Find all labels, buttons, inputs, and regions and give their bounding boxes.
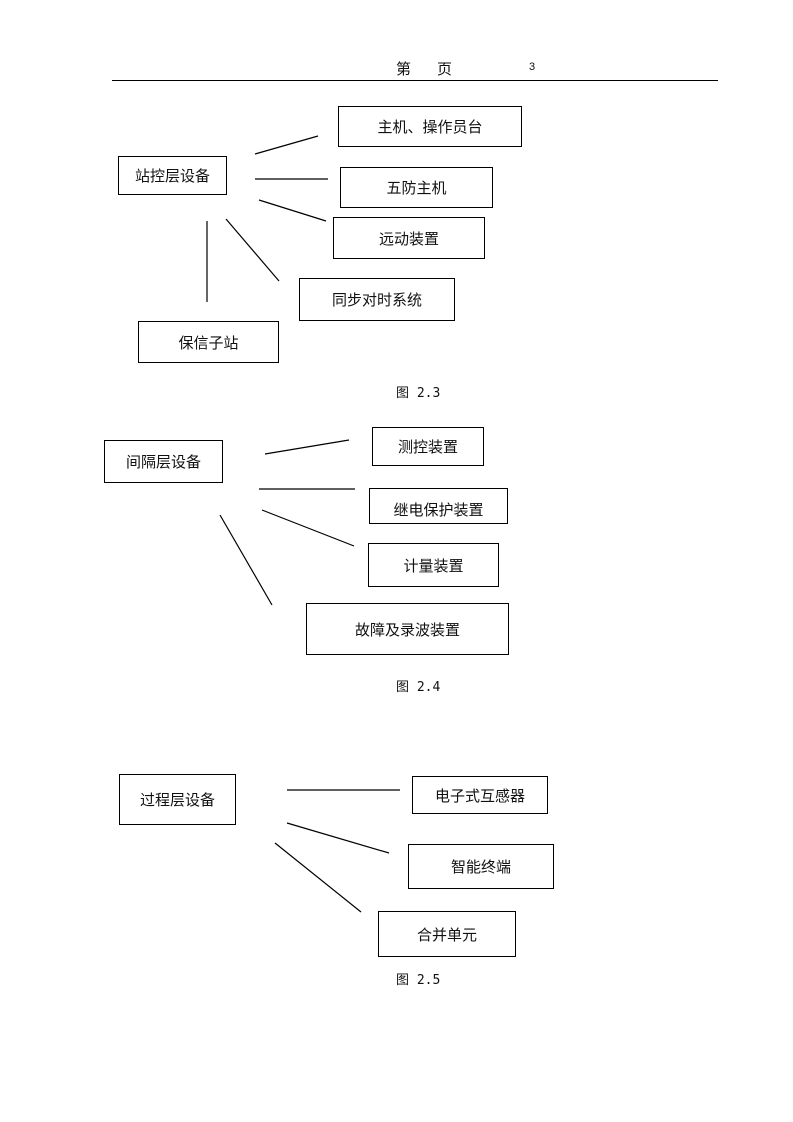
connector-2-3-sync bbox=[225, 218, 280, 282]
page-label: 第页 bbox=[396, 58, 452, 79]
connector-2-3-yuandong bbox=[258, 199, 327, 222]
connector-2-5-zhongduan bbox=[286, 822, 390, 854]
measure-control-box: 测控装置 bbox=[372, 427, 484, 466]
host-operator-box: 主机、操作员台 bbox=[338, 106, 522, 147]
smart-terminal-box: 智能终端 bbox=[408, 844, 554, 889]
header-rule bbox=[112, 80, 718, 81]
connector-2-3-host bbox=[254, 135, 319, 155]
page-number: 3 bbox=[529, 61, 536, 73]
telecontrol-box: 远动装置 bbox=[333, 217, 485, 259]
wufang-host-box: 五防主机 bbox=[340, 167, 493, 208]
process-level-root-box: 过程层设备 bbox=[119, 774, 236, 825]
merging-unit-box: 合并单元 bbox=[378, 911, 516, 957]
fault-recorder-box: 故障及录波装置 bbox=[306, 603, 509, 655]
relay-protection-box: 继电保护装置 bbox=[369, 488, 508, 524]
figure-caption-2-4: 图 2.4 bbox=[396, 680, 441, 695]
bay-level-root-box: 间隔层设备 bbox=[104, 440, 223, 483]
connector-2-5-hebing bbox=[274, 842, 362, 913]
connector-2-4-guzhang bbox=[219, 514, 273, 606]
connector-2-4-jiliang bbox=[261, 509, 355, 547]
figure-caption-2-3: 图 2.3 bbox=[396, 386, 441, 401]
connector-2-4-cekong bbox=[264, 439, 350, 455]
figure-caption-2-5: 图 2.5 bbox=[396, 973, 441, 988]
electronic-transformer-box: 电子式互感器 bbox=[412, 776, 548, 814]
protection-substation-box: 保信子站 bbox=[138, 321, 279, 363]
station-control-root-box: 站控层设备 bbox=[118, 156, 227, 195]
time-sync-box: 同步对时系统 bbox=[299, 278, 455, 321]
page-label-di: 第 bbox=[396, 60, 412, 78]
page-label-ye: 页 bbox=[437, 60, 453, 78]
metering-box: 计量装置 bbox=[368, 543, 499, 587]
